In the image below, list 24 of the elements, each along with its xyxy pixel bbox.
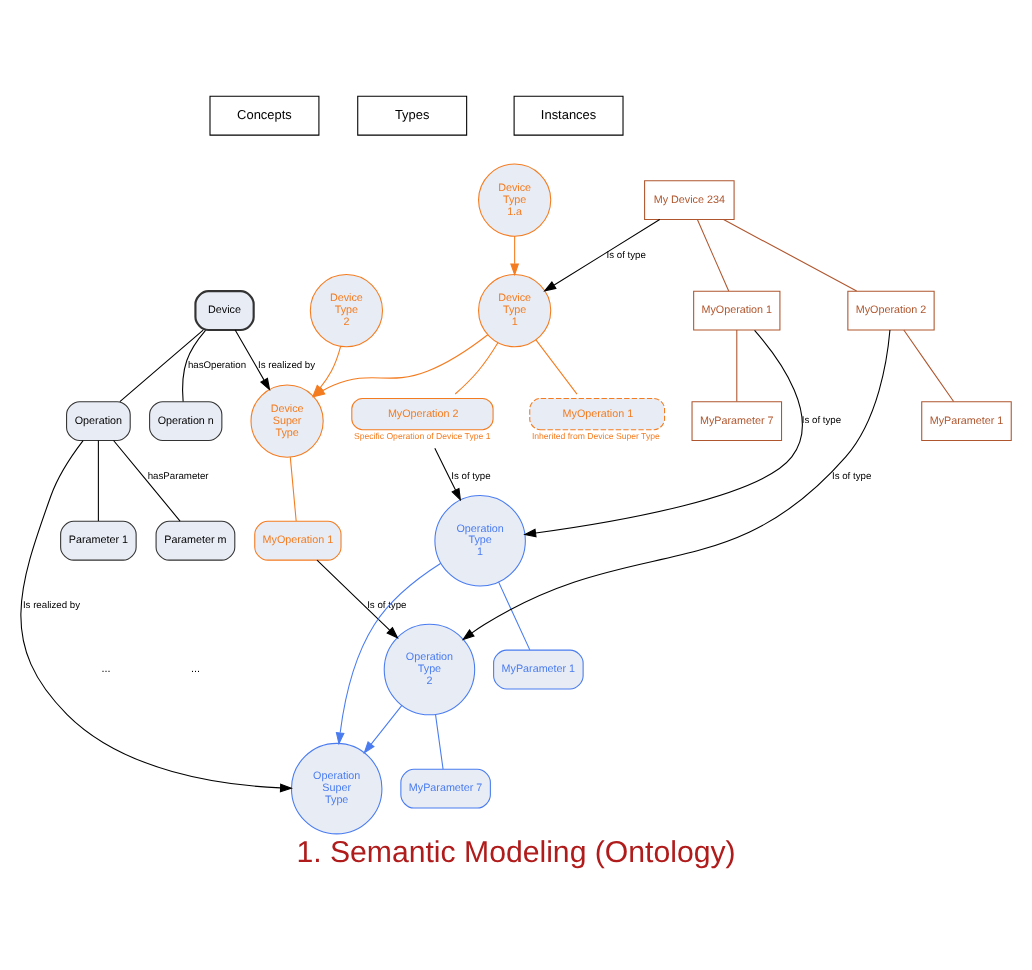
- diagram-title: 1. Semantic Modeling (Ontology): [296, 835, 736, 870]
- connector: [113, 438, 181, 521]
- connector: [696, 218, 730, 291]
- connector: [903, 328, 955, 402]
- connector: [736, 328, 738, 402]
- connector: [182, 328, 207, 402]
- arrow: [543, 218, 661, 291]
- arrow: [434, 446, 462, 501]
- arrow: [335, 561, 442, 745]
- arrow: [523, 328, 803, 537]
- connector: [535, 338, 578, 394]
- arrow: [461, 328, 891, 640]
- connector: [454, 341, 499, 394]
- connector: [97, 438, 99, 521]
- connector: [289, 455, 297, 521]
- arrow: [316, 558, 399, 638]
- connector: [723, 218, 858, 291]
- connector: [434, 712, 444, 769]
- arrow: [234, 328, 271, 391]
- arrow: [20, 439, 293, 792]
- connector: [498, 580, 531, 650]
- arrow: [510, 234, 520, 276]
- arrow: [363, 703, 403, 753]
- connector: [119, 328, 204, 402]
